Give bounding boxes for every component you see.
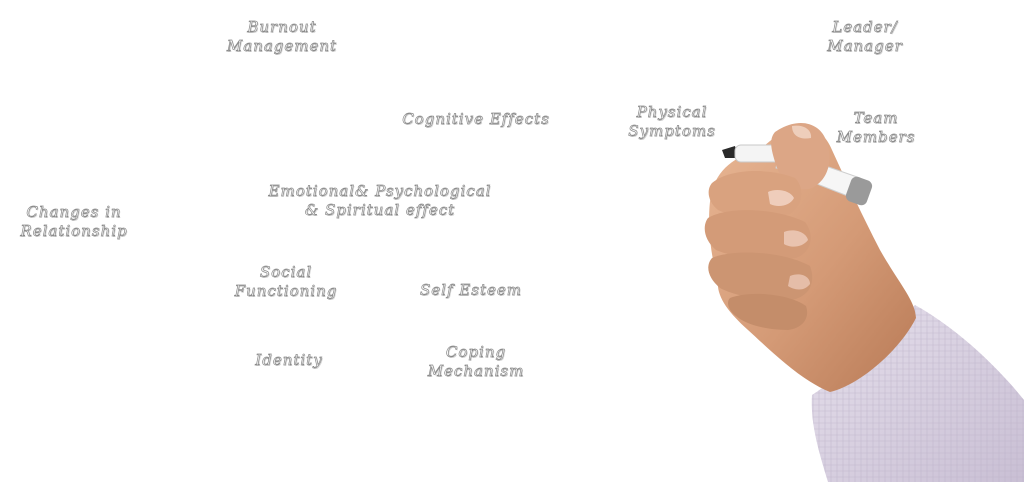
word-line: Cognitive Effects [402,110,550,129]
word-line: Burnout [247,18,317,37]
word-line: Physical [636,103,708,122]
word-line: Changes in [26,203,122,222]
word-social-functioning: Social Functioning [228,263,344,301]
word-line: Identity [255,351,323,370]
word-self-esteem: Self Esteem [412,281,530,300]
word-line: Manager [827,37,903,56]
word-line: Self Esteem [420,281,522,300]
word-line: Coping [445,343,507,362]
word-line: Management [226,37,338,56]
word-line: Emotional& Psychological [268,182,492,201]
word-identity: Identity [246,351,332,370]
word-line: Members [836,128,916,147]
word-leader-manager: Leader/ Manager [815,18,915,56]
word-burnout-management: Burnout Management [222,18,342,56]
word-team-members: Team Members [826,109,926,147]
word-changes-in-relationship: Changes in Relationship [10,203,138,241]
word-line: Social [259,263,313,282]
word-emotional-psychological: Emotional& Psychological & Spiritual eff… [262,182,498,220]
word-line: Mechanism [427,362,525,381]
word-physical-symptoms: Physical Symptoms [620,103,724,141]
word-line: Functioning [234,282,338,301]
word-line: Team [853,109,899,128]
hand-holding-marker-icon [704,122,1024,482]
word-line: Relationship [20,222,128,241]
word-coping-mechanism: Coping Mechanism [418,343,534,381]
word-line: Leader/ [832,18,898,37]
word-line: Symptoms [628,122,716,141]
word-cognitive-effects: Cognitive Effects [398,110,554,129]
word-line: & Spiritual effect [304,201,456,220]
